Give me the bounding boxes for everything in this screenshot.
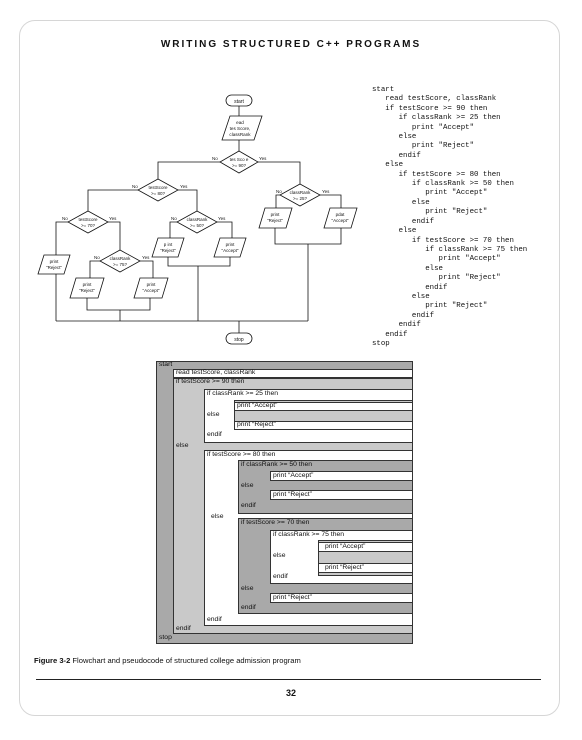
page-number: 32: [285, 688, 296, 698]
struct-if70: if testScore >= 70 then: [241, 519, 310, 526]
svg-text:"Reject": "Reject": [160, 248, 176, 253]
svg-text:Yes: Yes: [142, 255, 150, 260]
svg-text:No: No: [276, 189, 282, 194]
flow-print-accept-d: [323, 207, 358, 229]
flow-decision-classrank-50: [176, 210, 218, 234]
svg-text:print: print: [83, 282, 93, 287]
svg-text:pdat: pdat: [336, 212, 346, 217]
pseudocode-listing: start read testScore, classRank if testS…: [372, 86, 528, 348]
struct-start: start: [159, 361, 173, 368]
flow-decision-testscore-70: [67, 210, 109, 234]
struct-if25: if classRank >= 25 then: [207, 390, 279, 397]
svg-text:tes Score,: tes Score,: [230, 126, 251, 131]
struct-endif2: endif: [241, 502, 256, 509]
struct-else3: else: [211, 513, 224, 520]
flow-decision-testscore-80: [137, 178, 179, 202]
struct-accept3: print “Accept”: [325, 543, 366, 550]
svg-text:"Reject": "Reject": [79, 288, 95, 293]
footer-rule: [36, 679, 541, 680]
svg-text:>= 50?: >= 50?: [190, 223, 205, 228]
svg-text:p int: p int: [164, 242, 173, 247]
svg-text:No: No: [94, 255, 100, 260]
svg-text:print: print: [50, 259, 60, 264]
flow-print-reject-a: [37, 254, 71, 275]
struct-endif3: endif: [207, 616, 222, 623]
struct-if50: if classRank >= 50 then: [241, 461, 313, 468]
svg-text:Yes: Yes: [109, 216, 117, 221]
svg-text:stop: stop: [234, 337, 244, 343]
struct-endif-outer: endif: [176, 625, 191, 632]
figure-caption-label: Figure 3-2: [34, 656, 71, 665]
svg-text:print: print: [226, 242, 236, 247]
svg-text:print: print: [147, 282, 157, 287]
flow-print-reject-d: [258, 207, 293, 229]
svg-text:"Accept": "Accept": [332, 218, 349, 223]
svg-text:No: No: [171, 216, 177, 221]
svg-text:testScore: testScore: [148, 185, 168, 190]
struct-else1: else: [207, 411, 220, 418]
struct-endif4: endif: [273, 573, 288, 580]
svg-text:No: No: [132, 184, 138, 189]
struct-read: read testScore, classRank: [176, 369, 256, 376]
flow-read-io: [221, 115, 263, 141]
svg-text:"Reject": "Reject": [46, 265, 62, 270]
svg-text:Yes: Yes: [322, 189, 330, 194]
struct-accept1: print “Accept”: [237, 402, 278, 409]
struct-stop: stop: [159, 634, 172, 641]
svg-text:No: No: [62, 216, 68, 221]
svg-text:>= 90?: >= 90?: [232, 163, 247, 168]
svg-text:>= 25?: >= 25?: [293, 196, 308, 201]
struct-endif1: endif: [207, 431, 222, 438]
struct-reject1: print “Reject”: [237, 421, 276, 428]
struct-else-outer: else: [176, 442, 189, 449]
svg-text:tes Sco e: tes Sco e: [230, 157, 249, 162]
flow-print-accept-b: [133, 277, 169, 299]
figure-caption: Figure 3-2 Flowchart and pseudocode of s…: [34, 656, 301, 665]
struct-reject3: print “Reject”: [325, 564, 364, 571]
running-header: WRITING STRUCTURED C++ PROGRAMS: [160, 39, 422, 50]
svg-text:No: No: [212, 156, 218, 161]
svg-text:>= 70?: >= 70?: [81, 223, 96, 228]
figure-caption-text: Flowchart and pseudocode of structured c…: [72, 656, 301, 665]
struct-else4: else: [273, 552, 286, 559]
svg-text:testScore: testScore: [78, 217, 98, 222]
svg-text:Yes: Yes: [180, 184, 188, 189]
svg-text:>= 75?: >= 75?: [113, 262, 128, 267]
flow-decision-classrank-25: [279, 183, 321, 207]
svg-text:>= 80?: >= 80?: [151, 191, 166, 196]
svg-text:classRank: classRank: [187, 217, 209, 222]
struct-else5: else: [241, 585, 254, 592]
struct-if75: if classRank >= 75 then: [273, 531, 345, 538]
flow-decision-testscore-90: [219, 150, 259, 174]
svg-text:"Accept": "Accept": [222, 248, 239, 253]
struct-reject4: print “Reject”: [273, 594, 312, 601]
struct-else2: else: [241, 482, 254, 489]
struct-if80: if testScore >= 80 then: [207, 451, 276, 458]
struct-accept2: print “Accept”: [273, 472, 314, 479]
flow-print-accept-c: [213, 237, 247, 258]
svg-text:ead: ead: [236, 120, 244, 125]
svg-text:Yes: Yes: [259, 156, 267, 161]
svg-text:classRank: classRank: [229, 132, 251, 137]
svg-text:Yes: Yes: [218, 216, 226, 221]
flow-stop-terminal: [225, 332, 253, 345]
struct-if90: if testScore >= 90 then: [176, 378, 245, 385]
struct-endif5: endif: [241, 604, 256, 611]
svg-text:"Accept": "Accept": [143, 288, 160, 293]
flow-print-reject-c: [151, 237, 185, 258]
svg-text:"Reject": "Reject": [267, 218, 283, 223]
svg-text:classRank: classRank: [110, 256, 132, 261]
flow-print-reject-b: [69, 277, 105, 299]
struct-reject2: print “Reject”: [273, 491, 312, 498]
flow-decision-classrank-75: [99, 249, 141, 273]
svg-text:print: print: [271, 212, 281, 217]
svg-text:classRank: classRank: [290, 190, 312, 195]
flow-start-text: start: [234, 99, 244, 105]
